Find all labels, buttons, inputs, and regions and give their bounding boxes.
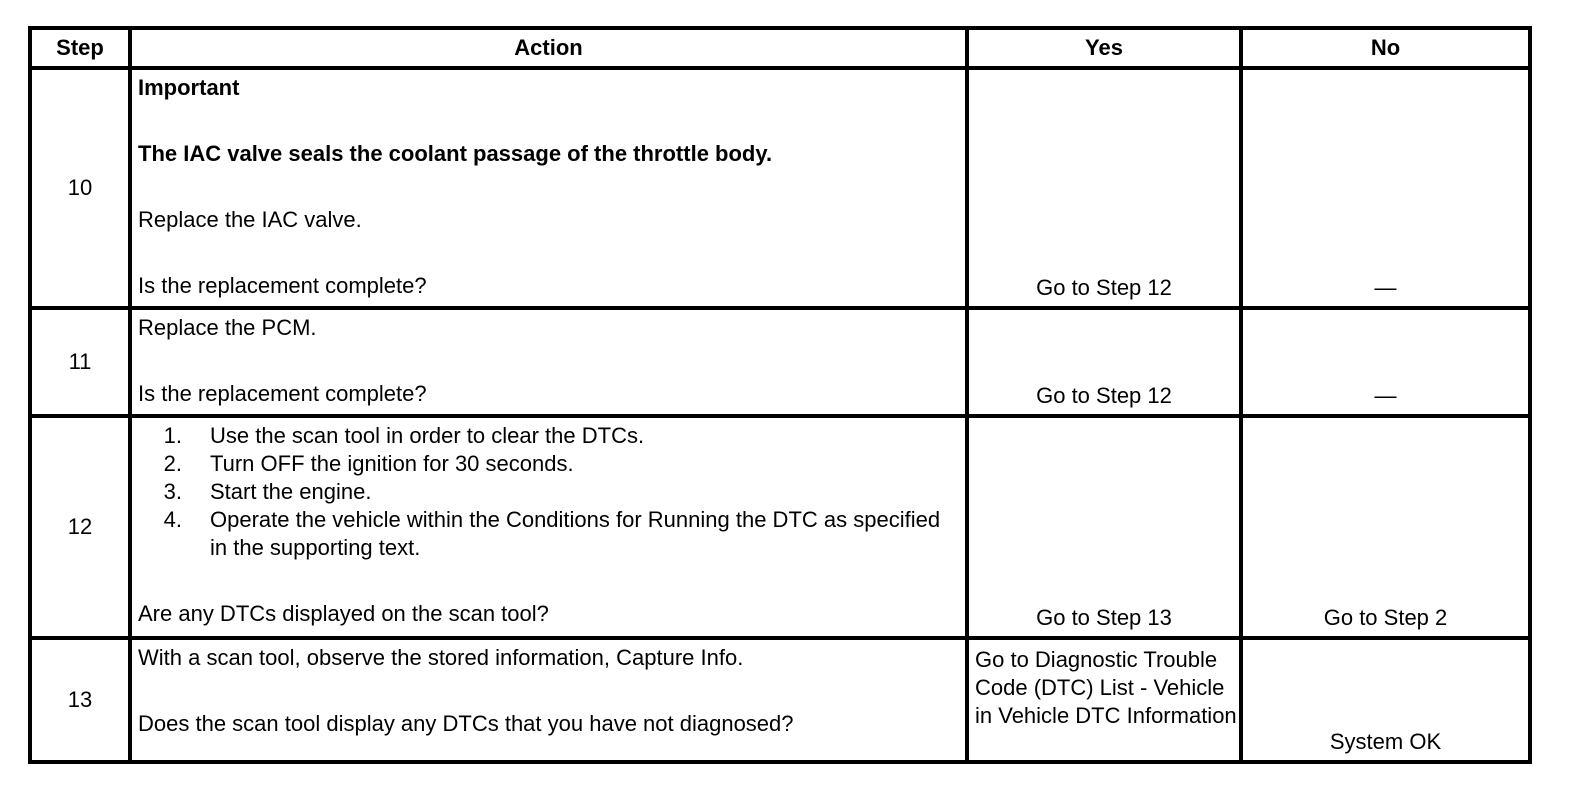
- no-result: —: [1239, 306, 1532, 418]
- procedure-list: 1. Use the scan tool in order to clear t…: [138, 422, 959, 562]
- step-number: 12: [28, 414, 132, 640]
- action-instruction: Replace the IAC valve.: [138, 207, 362, 232]
- action-question: Does the scan tool display any DTCs that…: [138, 711, 794, 736]
- list-item-text: Operate the vehicle within the Condition…: [210, 507, 941, 560]
- step-number: 10: [28, 66, 132, 310]
- table-row: 13 With a scan tool, observe the stored …: [28, 636, 1532, 764]
- list-item-text: Use the scan tool in order to clear the …: [210, 423, 645, 448]
- list-item-text: Start the engine.: [210, 479, 372, 504]
- action-question: Is the replacement complete?: [138, 381, 427, 406]
- list-item-text: Turn OFF the ignition for 30 seconds.: [210, 451, 574, 476]
- header-step: Step: [28, 26, 132, 70]
- action-question: Is the replacement complete?: [138, 273, 427, 298]
- action-cell: 1. Use the scan tool in order to clear t…: [128, 414, 969, 640]
- header-row: Step Action Yes No: [28, 26, 1532, 70]
- action-cell: Replace the PCM. Is the replacement comp…: [128, 306, 969, 418]
- yes-result: Go to Step 12: [965, 66, 1243, 310]
- action-question: Are any DTCs displayed on the scan tool?: [138, 601, 549, 626]
- list-item-number: 1.: [163, 423, 182, 448]
- action-instruction: Replace the PCM.: [138, 315, 317, 340]
- no-result: System OK: [1239, 636, 1532, 764]
- list-item: 1. Use the scan tool in order to clear t…: [138, 422, 959, 450]
- important-label: Important: [138, 75, 240, 100]
- yes-result: Go to Step 13: [965, 414, 1243, 640]
- list-item: 3. Start the engine.: [138, 478, 959, 506]
- step-number: 13: [28, 636, 132, 764]
- diagnostic-table: Step Action Yes No 10 Important The IAC …: [28, 26, 1532, 764]
- header-yes: Yes: [965, 26, 1243, 70]
- action-cell: With a scan tool, observe the stored inf…: [128, 636, 969, 764]
- important-note: The IAC valve seals the coolant passage …: [138, 141, 773, 166]
- list-item-number: 4.: [163, 507, 182, 532]
- no-result: —: [1239, 66, 1532, 310]
- table-row: 12 1. Use the scan tool in order to clea…: [28, 414, 1532, 640]
- yes-result: Go to Diagnostic Trouble Code (DTC) List…: [965, 636, 1243, 764]
- action-instruction: With a scan tool, observe the stored inf…: [138, 645, 744, 670]
- list-item-number: 2.: [163, 451, 182, 476]
- list-item: 4. Operate the vehicle within the Condit…: [138, 506, 959, 562]
- yes-result: Go to Step 12: [965, 306, 1243, 418]
- header-action: Action: [128, 26, 969, 70]
- action-cell: Important The IAC valve seals the coolan…: [128, 66, 969, 310]
- list-item: 2. Turn OFF the ignition for 30 seconds.: [138, 450, 959, 478]
- table-row: 10 Important The IAC valve seals the coo…: [28, 66, 1532, 310]
- no-result: Go to Step 2: [1239, 414, 1532, 640]
- list-item-number: 3.: [163, 479, 182, 504]
- step-number: 11: [28, 306, 132, 418]
- table-row: 11 Replace the PCM. Is the replacement c…: [28, 306, 1532, 418]
- header-no: No: [1239, 26, 1532, 70]
